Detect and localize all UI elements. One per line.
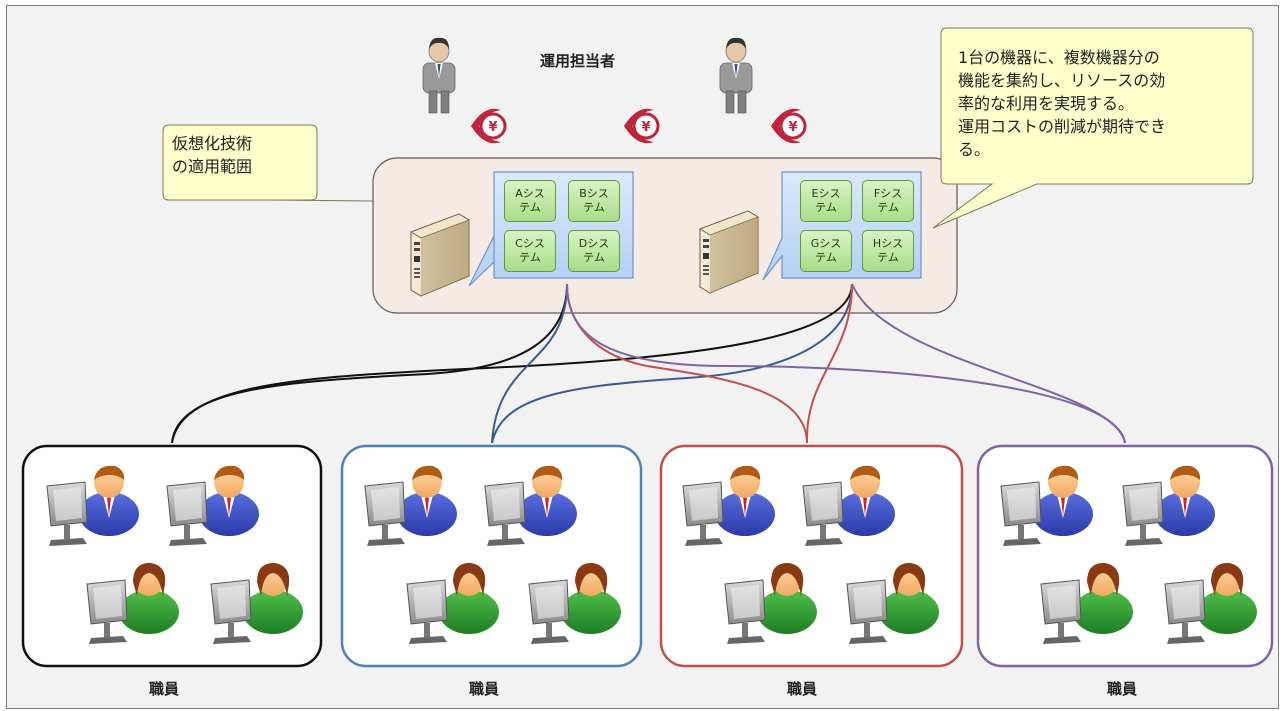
yen-coin-icon bbox=[769, 107, 807, 145]
system-c-box: Cシステム bbox=[504, 230, 556, 272]
callout-left-line: 仮想化技術 bbox=[172, 134, 253, 153]
callout-left-text: 仮想化技術 の適用範囲 bbox=[162, 126, 317, 196]
yen-coin-icon bbox=[622, 107, 660, 145]
system-name-suffix: テム bbox=[815, 251, 837, 264]
callout-left-bubble bbox=[162, 124, 374, 202]
callout-right-bubble bbox=[932, 27, 1254, 229]
callout-right-line: 1台の機器に、複数機器分の bbox=[958, 48, 1160, 67]
system-name-suffix: テム bbox=[583, 201, 605, 214]
connection-lines bbox=[171, 283, 1126, 444]
operator-2-businessman-icon bbox=[719, 37, 753, 114]
diagram-frame: ¥ bbox=[6, 5, 1279, 709]
callout-left-line: の適用範囲 bbox=[172, 157, 253, 176]
callout-right-line: る。 bbox=[958, 140, 991, 159]
system-g-box: Gシステム bbox=[800, 230, 852, 272]
system-name: Eシス bbox=[811, 187, 841, 200]
system-name-suffix: テム bbox=[519, 201, 541, 214]
system-name-suffix: テム bbox=[815, 201, 837, 214]
callout-right-text: 1台の機器に、複数機器分の 機能を集約し、リソースの効 率的な利用を実現する。 … bbox=[944, 34, 1254, 184]
system-h-box: Hシステム bbox=[862, 230, 914, 272]
system-name: Cシス bbox=[515, 237, 545, 250]
system-name-suffix: テム bbox=[877, 201, 899, 214]
system-name: Gシス bbox=[810, 237, 842, 250]
system-e-box: Eシステム bbox=[800, 180, 852, 222]
yen-coin-icon bbox=[469, 107, 507, 145]
staff-group-3-label: 職員 bbox=[787, 680, 818, 698]
staff-group-1-label: 職員 bbox=[149, 680, 180, 698]
system-name: Fシス bbox=[873, 187, 903, 200]
system-b-box: Bシステム bbox=[568, 180, 620, 222]
system-name-suffix: テム bbox=[583, 251, 605, 264]
system-a-box: Aシステム bbox=[504, 180, 556, 222]
system-name: Bシス bbox=[579, 187, 609, 200]
system-name: Aシス bbox=[515, 187, 545, 200]
operator-1-businessman-icon bbox=[422, 37, 456, 114]
callout-right-line: 機能を集約し、リソースの効 bbox=[958, 71, 1166, 90]
callout-right-line: 率的な利用を実現する。 bbox=[958, 94, 1135, 113]
operators-label: 運用担当者 bbox=[540, 52, 616, 70]
system-name-suffix: テム bbox=[877, 251, 899, 264]
system-d-box: Dシステム bbox=[568, 230, 620, 272]
system-name: Hシス bbox=[872, 237, 904, 250]
staff-group-4-label: 職員 bbox=[1107, 680, 1138, 698]
system-f-box: Fシステム bbox=[862, 180, 914, 222]
staff-group-2-label: 職員 bbox=[469, 680, 500, 698]
system-name-suffix: テム bbox=[519, 251, 541, 264]
callout-right-line: 運用コストの削減が期待でき bbox=[958, 117, 1167, 136]
system-name: Dシス bbox=[578, 237, 610, 250]
